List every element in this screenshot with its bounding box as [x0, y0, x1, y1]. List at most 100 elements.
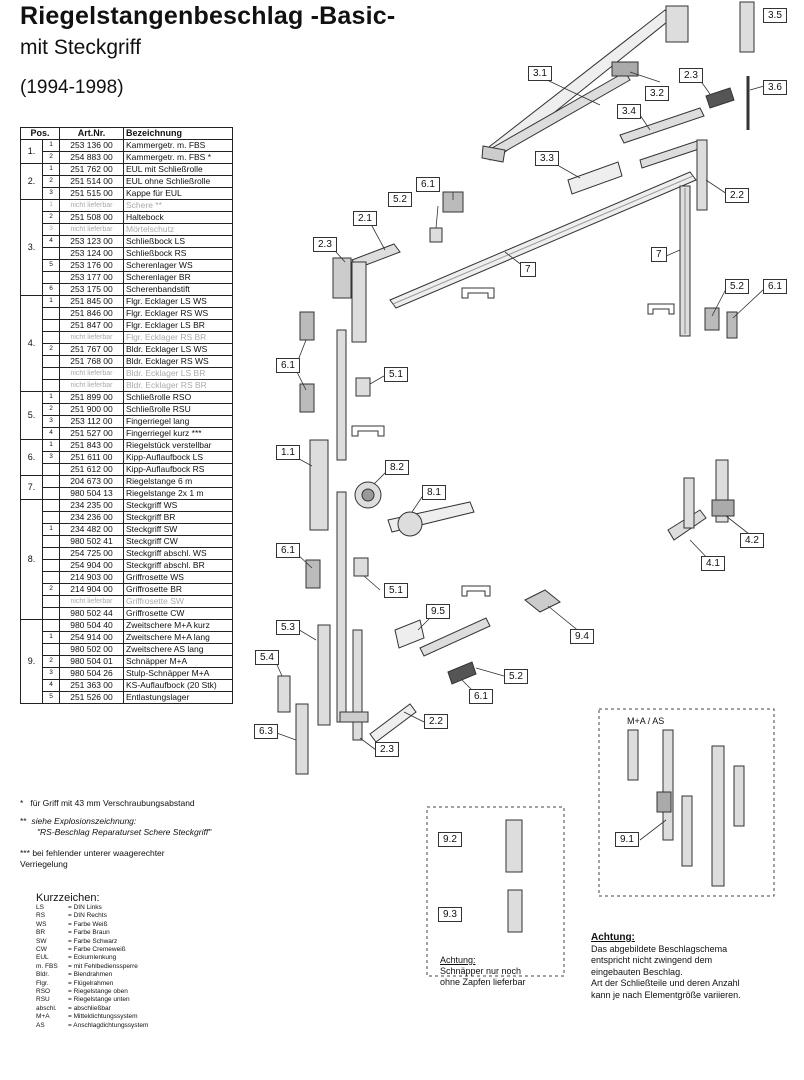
label-3-1: 3.1: [528, 66, 552, 81]
abbreviation-row: Bldr.= Blendrahmen: [36, 971, 152, 979]
abbreviation-value: = Riegelstange unten: [68, 996, 130, 1004]
label-9-4: 9.4: [570, 629, 594, 644]
abbreviation-key: abschl.: [36, 1004, 57, 1012]
abbreviation-row: RSU = Riegelstange unten: [36, 996, 152, 1004]
snapper-box: [426, 806, 565, 977]
label-5-1-bottom: 5.1: [384, 583, 408, 598]
abbreviation-key: BR: [36, 929, 46, 937]
abbreviation-row: RSO= Riegelstange oben: [36, 988, 152, 996]
abbreviation-row: RS = DIN Rechts: [36, 912, 152, 920]
abbreviation-value: = Flügelrahmen: [68, 979, 114, 987]
label-5-2-bottom: 5.2: [504, 669, 528, 684]
label-5-2-top: 5.2: [388, 192, 412, 207]
label-8-1: 8.1: [422, 485, 446, 500]
label-2-3-top: 2.3: [679, 68, 703, 83]
snapper-note: Achtung: Schnäpper nur noch ohne Zapfen …: [440, 955, 526, 987]
label-5-3: 5.3: [276, 620, 300, 635]
label-3-3: 3.3: [535, 151, 559, 166]
label-8-2: 8.2: [385, 460, 409, 475]
label-5-2-right: 5.2: [725, 279, 749, 294]
abbreviation-value: = mit Fehlbedienssperre: [68, 962, 138, 970]
label-2-1: 2.1: [353, 211, 377, 226]
abbreviation-value: = abschließbar: [68, 1004, 111, 1012]
ma-as-label: M+A / AS: [627, 716, 665, 726]
abbreviation-value: = Mitteldichtungssystem: [68, 1013, 138, 1021]
page-title: Riegelstangenbeschlag -Basic-: [20, 2, 396, 30]
abbreviation-row: CW = Farbe Cremeweiß: [36, 946, 152, 954]
label-9-5: 9.5: [426, 604, 450, 619]
years: (1994-1998): [20, 77, 124, 98]
label-9-1: 9.1: [615, 832, 639, 847]
page-subtitle: mit Steckgriff: [20, 36, 141, 59]
footnote-3: *** bei fehlender unterer waagerechter V…: [20, 848, 165, 869]
label-6-1-right: 6.1: [763, 279, 787, 294]
label-7-top: 7: [520, 262, 536, 277]
abbreviation-row: BR = Farbe Braun: [36, 929, 152, 937]
abbreviation-row: LS = DIN Links: [36, 904, 152, 912]
label-6-3: 6.3: [254, 724, 278, 739]
label-1-1: 1.1: [276, 445, 300, 460]
abbreviation-key: WS: [36, 920, 47, 928]
abbreviation-key: LS: [36, 904, 44, 911]
label-3-5: 3.5: [763, 8, 787, 23]
abbreviation-row: m. FBS = mit Fehlbedienssperre: [36, 963, 152, 971]
abbreviation-key: RSU: [36, 996, 50, 1004]
abbreviation-key: RS: [36, 912, 46, 920]
abbreviation-value: = Farbe Cremeweiß: [68, 946, 126, 954]
footnote-1: * für Griff mit 43 mm Verschraubungsabst…: [20, 798, 195, 808]
abbreviation-value: = Farbe Schwarz: [68, 937, 118, 945]
label-4-1: 4.1: [701, 556, 725, 571]
label-9-2: 9.2: [438, 832, 462, 847]
abbreviation-key: AS: [36, 1021, 45, 1029]
zweitschere-box: [598, 708, 775, 897]
label-2-3-bottom: 2.3: [375, 742, 399, 757]
label-3-4: 3.4: [617, 104, 641, 119]
label-6-1-bottom: 6.1: [469, 689, 493, 704]
label-5-4: 5.4: [255, 650, 279, 665]
label-3-6: 3.6: [763, 80, 787, 95]
abbreviation-key: Flgr.: [36, 979, 49, 987]
label-2-2-top: 2.2: [725, 188, 749, 203]
label-2-2-bottom: 2.2: [424, 714, 448, 729]
abbreviation-value: = Farbe Braun: [68, 929, 110, 937]
abbreviation-row: AS= Anschlagdichtungssystem: [36, 1022, 152, 1030]
abbreviation-row: SW= Farbe Schwarz: [36, 938, 152, 946]
abbreviation-row: WS = Farbe Weiß: [36, 921, 152, 929]
label-2-3-left: 2.3: [313, 237, 337, 252]
abbreviation-key: CW: [36, 946, 47, 954]
abbreviation-value: = DIN Links: [68, 904, 102, 911]
abbreviation-value: = Farbe Weiß: [68, 920, 108, 928]
abbreviation-value: = DIN Rechts: [68, 912, 107, 920]
abbreviation-key: RSO: [36, 988, 51, 996]
abbreviation-key: EUL: [36, 954, 49, 962]
abbreviation-value: = Blendrahmen: [68, 971, 113, 979]
label-6-1-top: 6.1: [416, 177, 440, 192]
abbreviation-key: M+A: [36, 1013, 50, 1021]
abbreviation-row: M+A = Mitteldichtungssystem: [36, 1013, 152, 1021]
abbreviation-row: EUL= Eckumlenkung: [36, 954, 152, 962]
abbreviation-key: m. FBS: [36, 962, 58, 970]
abbreviation-row: Flgr. = Flügelrahmen: [36, 980, 152, 988]
label-5-1-top: 5.1: [384, 367, 408, 382]
label-4-2: 4.2: [740, 533, 764, 548]
art-cell: 251 526 00: [59, 691, 124, 704]
